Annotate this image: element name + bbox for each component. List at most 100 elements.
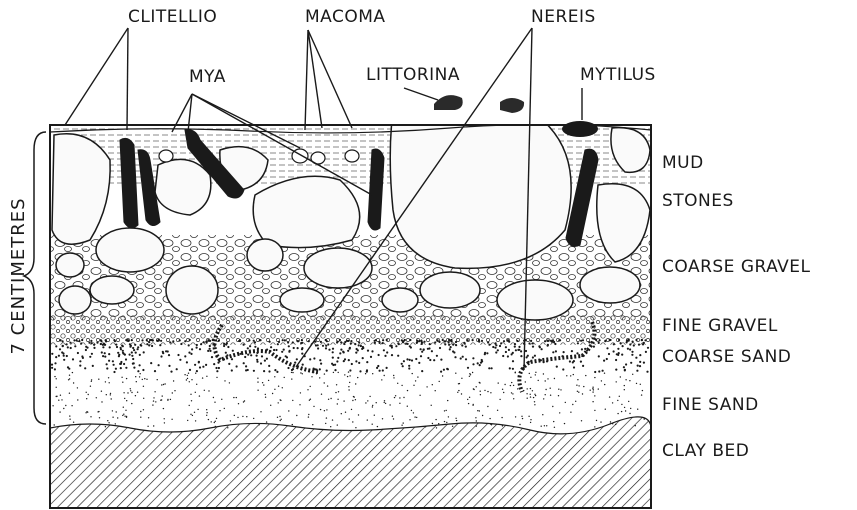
sand-grain — [325, 347, 327, 349]
sand-grain — [123, 363, 125, 365]
sand-grain — [146, 339, 148, 341]
sand-grain — [402, 365, 404, 367]
sand-grain — [455, 344, 457, 346]
sand-grain — [288, 345, 290, 347]
sand-grain — [308, 340, 310, 342]
stone — [420, 272, 480, 308]
sand-grain — [340, 349, 342, 351]
sand-grain — [629, 413, 630, 414]
sand-grain — [129, 354, 131, 356]
sand-grain — [187, 378, 188, 379]
sand-grain — [530, 340, 532, 342]
sand-grain — [550, 388, 551, 389]
sand-grain — [403, 360, 405, 362]
sand-grain — [543, 373, 544, 374]
sand-grain — [309, 400, 310, 401]
sand-grain — [90, 386, 91, 387]
sand-grain — [413, 412, 414, 413]
sand-grain — [266, 358, 268, 360]
sand-grain — [190, 353, 192, 355]
sand-grain — [264, 360, 266, 362]
sand-grain — [59, 339, 61, 341]
sand-grain — [215, 421, 216, 422]
sand-grain — [554, 378, 555, 379]
sand-grain — [510, 385, 511, 386]
sand-grain — [432, 423, 433, 424]
sand-grain — [176, 368, 178, 370]
sand-grain — [526, 393, 527, 394]
sand-grain — [492, 346, 494, 348]
sand-grain — [67, 366, 69, 368]
sand-grain — [530, 388, 531, 389]
sand-grain — [317, 347, 319, 349]
label-stones: STONES — [662, 191, 734, 211]
sand-grain — [332, 348, 334, 350]
sand-grain — [619, 396, 620, 397]
sand-grain — [490, 392, 491, 393]
sand-grain — [480, 394, 481, 395]
sand-grain — [637, 409, 638, 410]
sand-grain — [274, 369, 276, 371]
sand-grain — [112, 417, 113, 418]
sand-grain — [130, 388, 131, 389]
sand-grain — [337, 357, 339, 359]
sand-grain — [520, 355, 522, 357]
sand-grain — [164, 383, 165, 384]
sand-grain — [115, 423, 116, 424]
sand-grain — [598, 355, 600, 357]
sand-grain — [254, 346, 256, 348]
sand-grain — [572, 404, 573, 405]
sand-grain — [534, 355, 536, 357]
sand-grain — [109, 346, 111, 348]
sand-grain — [256, 359, 258, 361]
sand-grain — [408, 365, 410, 367]
sand-grain — [74, 345, 76, 347]
sand-grain — [91, 381, 92, 382]
sand-grain — [584, 348, 586, 350]
sand-grain — [603, 360, 605, 362]
sand-grain — [253, 370, 255, 372]
sand-grain — [216, 377, 217, 378]
sand-grain — [505, 351, 507, 353]
sand-grain — [246, 416, 247, 417]
sand-grain — [299, 404, 300, 405]
sand-grain — [56, 378, 57, 379]
sand-grain — [509, 367, 511, 369]
sand-grain — [550, 340, 552, 342]
sand-grain — [292, 372, 293, 373]
sand-grain — [576, 352, 578, 354]
sand-grain — [283, 349, 285, 351]
sand-grain — [297, 340, 299, 342]
sand-grain — [77, 387, 78, 388]
sand-grain — [173, 380, 174, 381]
sand-grain — [287, 367, 289, 369]
sand-grain — [484, 352, 486, 354]
sand-grain — [462, 356, 464, 358]
sand-grain — [507, 339, 509, 341]
sand-grain — [79, 360, 81, 362]
sand-grain — [233, 397, 234, 398]
sand-grain — [571, 350, 573, 352]
sand-grain — [153, 425, 154, 426]
sand-grain — [344, 341, 346, 343]
sand-grain — [189, 405, 190, 406]
sand-grain — [560, 389, 561, 390]
sand-grain — [383, 349, 385, 351]
sand-grain — [547, 378, 548, 379]
sand-grain — [136, 381, 137, 382]
sand-grain — [613, 350, 615, 352]
sand-grain — [278, 402, 279, 403]
sand-grain — [85, 412, 86, 413]
sand-grain — [337, 399, 338, 400]
sand-grain — [423, 341, 425, 343]
sand-grain — [447, 368, 449, 370]
sand-grain — [125, 358, 127, 360]
sand-grain — [213, 363, 215, 365]
sand-grain — [539, 346, 541, 348]
sand-grain — [328, 399, 329, 400]
sand-grain — [168, 365, 170, 367]
sand-grain — [179, 359, 181, 361]
sand-grain — [134, 344, 136, 346]
sand-grain — [498, 382, 499, 383]
sand-grain — [78, 340, 80, 342]
